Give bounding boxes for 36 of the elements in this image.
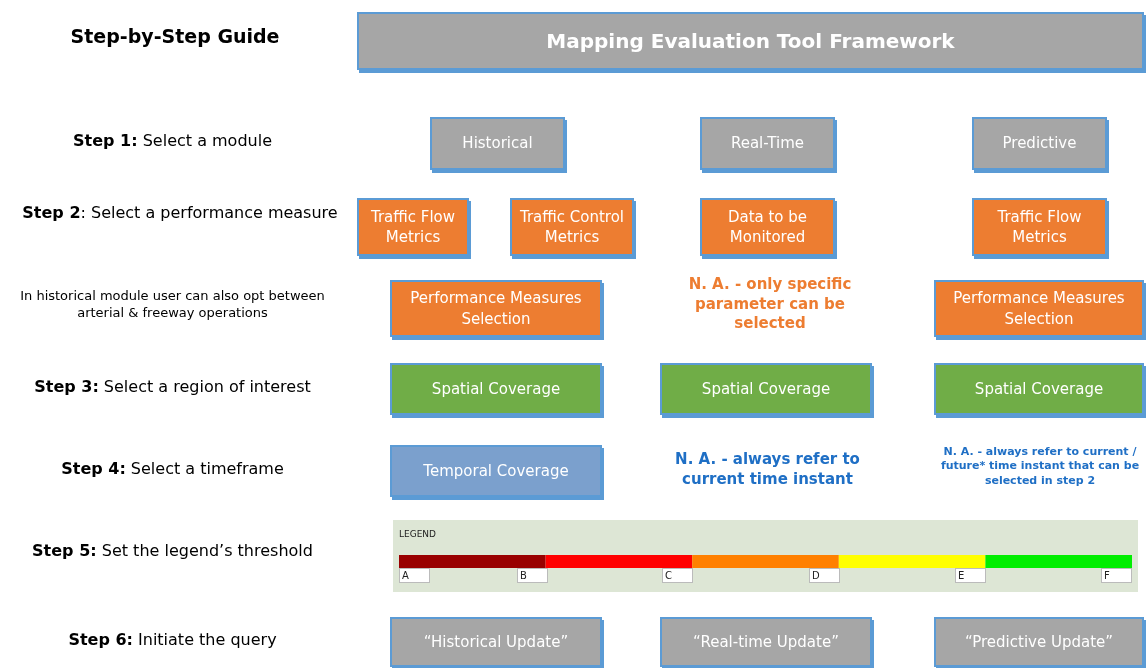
measure-box: Traffic Control Metrics xyxy=(510,198,634,256)
module-box: Historical xyxy=(430,117,565,170)
coverage-box: Spatial Coverage xyxy=(660,363,872,415)
not-applicable-note: N. A. - always refer to current time instant xyxy=(674,450,861,489)
measure-box: Data to be Monitored xyxy=(700,198,835,256)
selection-box: Performance Measures Selection xyxy=(390,280,602,337)
update-button: “Historical Update” xyxy=(390,617,602,667)
step-label: Step 5: Set the legend’s threshold xyxy=(31,541,314,562)
update-button: “Predictive Update” xyxy=(934,617,1144,667)
measure-box: Traffic Flow Metrics xyxy=(357,198,469,256)
selection-box: Performance Measures Selection xyxy=(934,280,1144,337)
measure-box: Traffic Flow Metrics xyxy=(972,198,1107,256)
coverage-box: Temporal Coverage xyxy=(390,445,602,497)
threshold-field: B xyxy=(517,568,548,583)
threshold-field: C xyxy=(662,568,693,583)
step-label: Step 1: Select a module xyxy=(72,131,273,152)
not-applicable-note: N. A. - only specific parameter can be selected xyxy=(687,275,853,334)
coverage-box: Spatial Coverage xyxy=(934,363,1144,415)
header-banner: Mapping Evaluation Tool Framework xyxy=(357,12,1144,70)
guide-heading: Step-by-Step Guide xyxy=(69,24,281,49)
legend-title: LEGEND xyxy=(399,529,437,539)
threshold-field: F xyxy=(1101,568,1132,583)
step-label: Step 6: Initiate the query xyxy=(67,630,278,651)
step-label: Step 3: Select a region of interest xyxy=(33,377,312,398)
update-button: “Real-time Update” xyxy=(660,617,872,667)
note-text: In historical module user can also opt between arterial & freeway operations xyxy=(19,288,326,322)
step-label: Step 2: Select a performance measure xyxy=(21,203,339,224)
not-applicable-note: N. A. - always refer to current / future* time instant that can be selected in step 2 xyxy=(939,445,1141,488)
module-box: Predictive xyxy=(972,117,1107,170)
legend-panel xyxy=(393,520,1138,592)
threshold-field: E xyxy=(955,568,986,583)
step-label: Step 4: Select a timeframe xyxy=(60,459,285,480)
threshold-field: A xyxy=(399,568,430,583)
module-box: Real-Time xyxy=(700,117,835,170)
threshold-field: D xyxy=(809,568,840,583)
coverage-box: Spatial Coverage xyxy=(390,363,602,415)
